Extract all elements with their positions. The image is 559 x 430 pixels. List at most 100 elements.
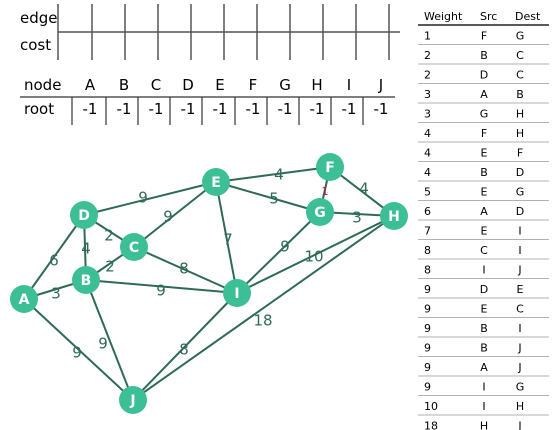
src-cell: G — [480, 108, 489, 121]
uf-node-label: A — [85, 76, 96, 94]
graph-node-F: F — [316, 153, 344, 181]
graph-edge-E-I — [215, 181, 238, 294]
edge-weight-label: 4 — [359, 180, 369, 198]
weight-cell: 9 — [424, 322, 431, 335]
graph-node-label: D — [78, 208, 90, 224]
weight-cell: 3 — [424, 108, 431, 121]
graph-node-circle — [120, 233, 148, 261]
dest-cell: G — [516, 186, 525, 199]
uf-root-value: -1 — [149, 100, 164, 118]
graph-edge-E-C — [133, 181, 217, 248]
graph-node-circle — [223, 279, 251, 307]
edge-list-row: 4 E F — [418, 147, 549, 162]
edge-weight-label: 7 — [223, 231, 233, 249]
uf-root-value: -1 — [310, 100, 325, 118]
graph-edge-B-J — [85, 279, 134, 401]
weight-cell: 9 — [424, 381, 431, 394]
uf-root-value: -1 — [83, 100, 98, 118]
graph-node-label: F — [325, 160, 335, 176]
uf-node-label: F — [249, 76, 258, 94]
dest-cell: B — [516, 88, 524, 101]
weight-cell: 18 — [424, 420, 438, 430]
edge-cost-table: edge cost — [20, 4, 400, 60]
dest-cell: F — [517, 147, 523, 160]
graph-edge-A-D — [23, 214, 85, 300]
union-find-table: node root A-1B-1C-1D-1E-1F-1G-1H-1I-1J-1 — [20, 76, 395, 125]
uf-root-value: -1 — [117, 100, 132, 118]
weight-cell: 7 — [424, 225, 431, 238]
graph-edge-E-F — [215, 166, 331, 183]
src-cell: E — [481, 303, 488, 316]
weight-cell: 5 — [424, 186, 431, 199]
edge-weight-label: 9 — [138, 189, 148, 207]
weight-cell: 3 — [424, 88, 431, 101]
src-cell: B — [480, 49, 488, 62]
weight-cell: 2 — [424, 69, 431, 82]
graph-node-circle — [72, 266, 100, 294]
graph-node-label: E — [211, 175, 221, 191]
uf-node-label: G — [279, 76, 291, 94]
edge-weight-label: 3 — [352, 209, 362, 227]
dest-cell: H — [516, 400, 524, 413]
graph-node-label: A — [19, 292, 30, 308]
graph-edge-H-J — [132, 215, 395, 401]
weight-cell: 4 — [424, 147, 431, 160]
uf-root-value: -1 — [374, 100, 389, 118]
weight-cell: 10 — [424, 400, 438, 413]
src-cell: E — [481, 147, 488, 160]
uf-root-value: -1 — [278, 100, 293, 118]
uf-root-value: -1 — [181, 100, 196, 118]
edge-weight-label: 4 — [274, 166, 284, 184]
dest-cell: H — [516, 127, 524, 140]
dest-cell: J — [517, 342, 521, 355]
graph-node-circle — [380, 202, 408, 230]
edge-list-header: Dest — [515, 10, 541, 23]
graph-edge-I-J — [132, 292, 238, 401]
edge-weight-label: 4 — [81, 240, 91, 258]
graph-node-label: C — [129, 240, 139, 256]
edge-weight-label: 9 — [156, 282, 166, 300]
graph-node-circle — [306, 198, 334, 226]
graph-edge-C-I — [133, 246, 238, 294]
graph-node-I: I — [223, 279, 251, 307]
uf-node-label: D — [182, 76, 194, 94]
cost-row-label: cost — [20, 36, 51, 54]
weight-cell: 8 — [424, 264, 431, 277]
node-row-label: node — [24, 76, 61, 94]
uf-root-value: -1 — [342, 100, 357, 118]
graph-edge-D-E — [83, 181, 217, 216]
edge-weight-label: 6 — [49, 252, 59, 270]
weight-cell: 4 — [424, 166, 431, 179]
uf-root-value: -1 — [213, 100, 228, 118]
edge-list-row: 4 F H — [418, 127, 549, 143]
edge-weight-label: 10 — [304, 248, 323, 266]
edge-weight-label: 2 — [104, 227, 114, 245]
graph-edge-B-I — [85, 279, 238, 294]
dest-cell: J — [517, 420, 521, 430]
graph-node-G: G — [306, 198, 334, 226]
edge-weight-label: 9 — [98, 335, 108, 353]
dest-cell: G — [516, 381, 525, 394]
uf-root-value: -1 — [246, 100, 261, 118]
graph-node-label: G — [314, 205, 326, 221]
edge-weight-label: 1 — [322, 185, 329, 198]
uf-node-label: C — [151, 76, 161, 94]
graph-node-D: D — [70, 201, 98, 229]
weight-cell: 4 — [424, 127, 431, 140]
edge-weight-label: 5 — [269, 190, 279, 208]
src-cell: B — [480, 322, 488, 335]
weight-cell: 1 — [424, 30, 431, 43]
src-cell: F — [481, 127, 487, 140]
graph-node-label: J — [129, 393, 135, 409]
src-cell: I — [482, 264, 485, 277]
